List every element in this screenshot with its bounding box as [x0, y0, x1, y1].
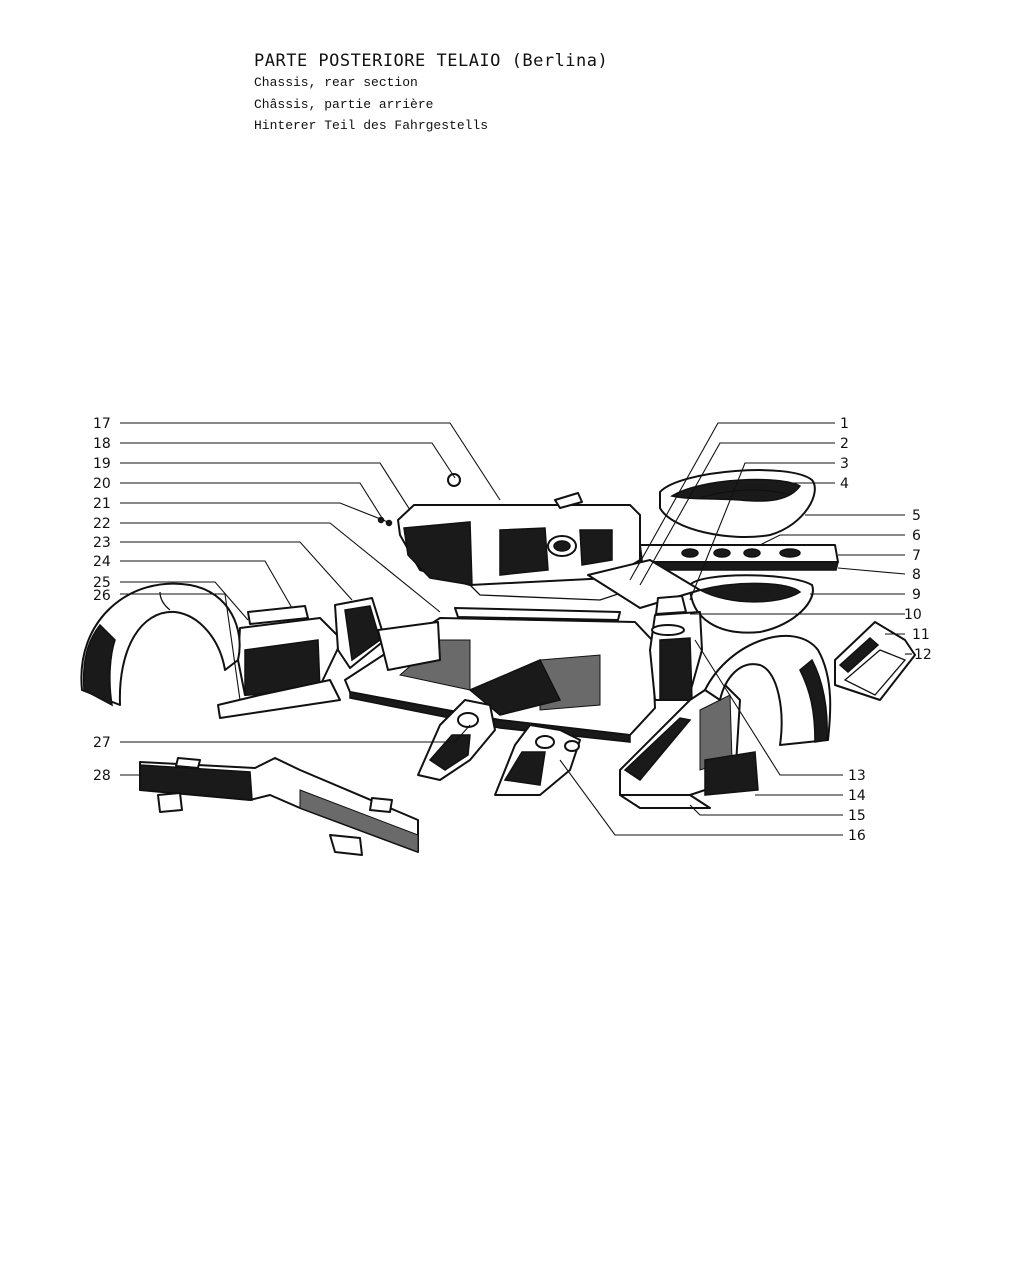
- callout-14: 14: [848, 788, 866, 804]
- callout-10: 10: [904, 607, 922, 623]
- callout-20: 20: [93, 476, 111, 492]
- callout-4: 4: [840, 476, 849, 492]
- leader-15: [689, 804, 843, 816]
- callout-3: 3: [840, 456, 849, 472]
- part-grommet: [447, 473, 461, 487]
- part-rear-tray: [689, 574, 814, 634]
- callout-16: 16: [848, 828, 866, 844]
- part-right-wheel-arch: [704, 634, 832, 796]
- callout-18: 18: [93, 436, 111, 452]
- part-right-floor-panel: [834, 621, 916, 701]
- callout-7: 7: [912, 548, 921, 564]
- leader-24: [120, 560, 293, 609]
- leader-1: [629, 422, 835, 581]
- leader-8: [837, 567, 906, 575]
- callout-9: 9: [912, 587, 921, 603]
- leader-13: [694, 639, 843, 776]
- callout-28: 28: [93, 768, 111, 784]
- page-title: PARTE POSTERIORE TELAIO (Berlina): [254, 51, 609, 71]
- callout-21: 21: [93, 496, 111, 512]
- leader-25: [120, 581, 249, 621]
- leader-20: [120, 482, 383, 519]
- leader-3: [689, 462, 835, 601]
- callout-19: 19: [93, 456, 111, 472]
- callout-6: 6: [912, 528, 921, 544]
- leader-26: [120, 593, 241, 701]
- leader-18: [120, 442, 456, 479]
- part-right-spring-bracket: [494, 724, 581, 796]
- diagram-heading: PARTE POSTERIORE TELAIO (Berlina) Chassi…: [254, 50, 608, 137]
- subtitle-french: Châssis, partie arrière: [254, 96, 434, 112]
- leader-17: [120, 422, 501, 501]
- leader-19: [120, 462, 411, 511]
- leader-23: [120, 541, 353, 601]
- callout-13: 13: [848, 768, 866, 784]
- callout-5: 5: [912, 508, 921, 524]
- part-rear-panel: [397, 492, 641, 601]
- subtitle-english: Chassis, rear section: [254, 75, 418, 90]
- leader-21: [120, 502, 389, 523]
- callout-15: 15: [848, 808, 866, 824]
- leader-lines: [120, 422, 912, 836]
- callout-12: 12: [914, 647, 932, 663]
- callout-numbers: 17 18 19 20 21 22 23 24 25 26 27 28 1 2 …: [93, 416, 932, 844]
- leader-27: [120, 724, 471, 743]
- part-spare-wheel-well: [659, 469, 816, 538]
- part-left-sill-panel: [217, 597, 441, 719]
- leader-16: [559, 759, 843, 836]
- callout-26: 26: [93, 588, 111, 604]
- leader-6: [759, 534, 905, 546]
- leader-22: [120, 522, 441, 613]
- callout-24: 24: [93, 554, 111, 570]
- part-lower-crossmember: [139, 757, 419, 856]
- callout-22: 22: [93, 516, 111, 532]
- leader-2: [639, 442, 835, 586]
- part-rear-crossmember: [639, 544, 839, 571]
- callout-8: 8: [912, 567, 921, 583]
- parts-illustration: [80, 469, 916, 856]
- callout-1: 1: [840, 416, 849, 432]
- callout-23: 23: [93, 535, 111, 551]
- subtitle-german: Hinterer Teil des Fahrgestells: [254, 118, 489, 133]
- part-left-wheel-arch: [80, 582, 241, 707]
- callout-25: 25: [93, 575, 111, 591]
- callout-11: 11: [912, 627, 930, 643]
- callout-2: 2: [840, 436, 849, 452]
- callout-17: 17: [93, 416, 111, 432]
- callout-27: 27: [93, 735, 111, 751]
- part-shock-tower: [649, 595, 703, 701]
